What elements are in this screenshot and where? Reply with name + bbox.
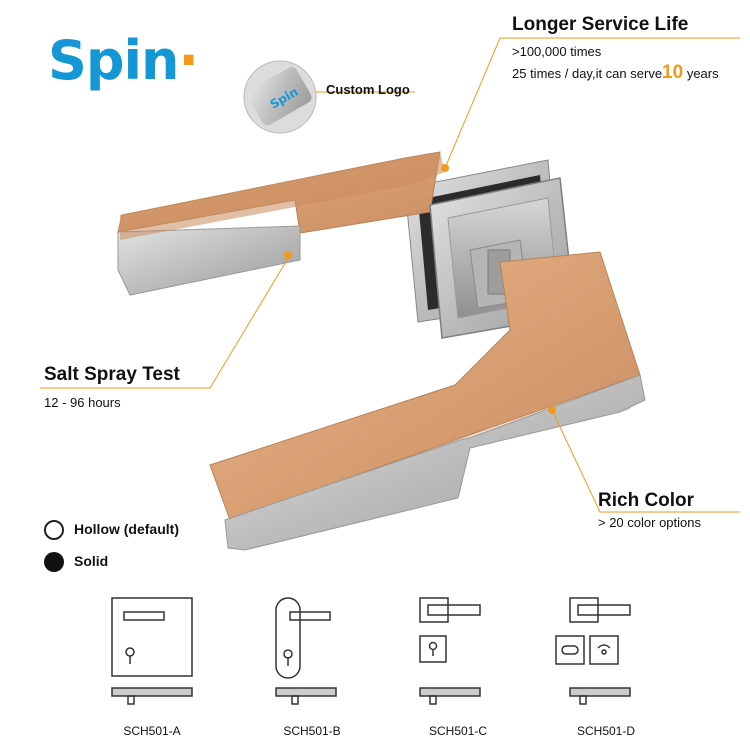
model-label-c: SCH501-C — [428, 724, 488, 738]
callout-leaders — [40, 37, 740, 513]
front-lever — [209, 251, 646, 551]
model-diagram-a — [111, 597, 193, 705]
service-life-line2: 25 times / day,it can serve10 years — [512, 62, 719, 83]
model-label-a: SCH501-A — [123, 724, 181, 738]
marker-dot — [441, 164, 449, 172]
model-diagram-d — [555, 597, 631, 705]
option-hollow-label: Hollow (default) — [74, 521, 179, 537]
back-lever — [117, 151, 445, 296]
marker-dot — [284, 251, 292, 259]
solid-swatch — [44, 552, 64, 572]
brand-logo: Spin· — [48, 29, 199, 92]
model-diagram-b — [275, 597, 337, 705]
service-life-title: Longer Service Life — [512, 14, 689, 35]
option-solid-label: Solid — [74, 553, 109, 569]
custom-logo-label: Custom Logo — [326, 82, 410, 97]
salt-spray-title: Salt Spray Test — [44, 364, 180, 385]
custom-logo-badge: Spin — [243, 60, 317, 134]
rich-color-detail: > 20 color options — [598, 515, 701, 530]
service-life-line1: >100,000 times — [512, 44, 602, 59]
marker-dot — [548, 406, 556, 414]
hollow-swatch — [44, 520, 64, 540]
model-diagram-c — [419, 597, 481, 705]
rich-color-title: Rich Color — [598, 490, 695, 511]
salt-spray-detail: 12 - 96 hours — [44, 395, 121, 410]
model-label-d: SCH501-D — [576, 724, 636, 738]
service-years-number: 10 — [662, 62, 684, 83]
model-label-b: SCH501-B — [283, 724, 341, 738]
